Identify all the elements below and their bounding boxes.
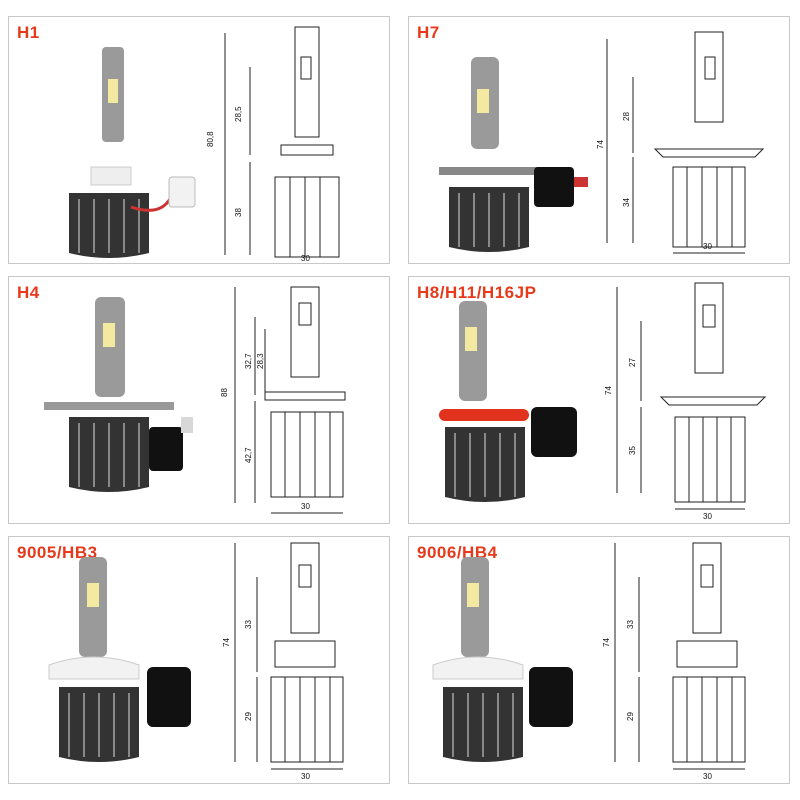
panel-label: H4 [17, 283, 40, 302]
dim-bottom: 29 [244, 712, 253, 721]
panel-label: 9005/HB3 [17, 543, 98, 562]
dim-top: 33 [626, 620, 635, 629]
dim-total: 74 [602, 638, 611, 647]
bulb-photo [69, 47, 196, 258]
dim-width: 30 [301, 502, 310, 511]
dim-width: 30 [703, 242, 712, 251]
dimension-drawing: 80,8 28,5 38 30 [206, 26, 340, 263]
dim-top2: 28,3 [256, 353, 265, 369]
panel-h4: H4 88 32,7 28,3 42,7 30 [8, 276, 390, 524]
panel-h8-h11-h16jp: H8/H11/H16JP 74 27 35 30 [408, 276, 790, 524]
dimension-drawing: 88 32,7 28,3 42,7 30 [220, 286, 346, 514]
dim-top: 28,5 [234, 106, 243, 122]
bulb-photo [432, 557, 573, 762]
dim-total: 74 [604, 386, 613, 395]
panel-label: H1 [17, 23, 40, 42]
panel-label: H7 [417, 23, 440, 42]
bulb-photo [439, 301, 577, 502]
dim-top: 27 [628, 358, 637, 367]
panel-9006-hb4: 9006/HB4 74 33 29 30 [408, 536, 790, 784]
dim-width: 30 [703, 772, 712, 781]
dim-width: 30 [703, 512, 712, 521]
dim-bottom: 29 [626, 712, 635, 721]
dim-total: 74 [222, 638, 231, 647]
dimension-drawing: 74 33 29 30 [222, 542, 344, 781]
dim-bottom: 38 [234, 208, 243, 217]
dimension-drawing: 74 33 29 30 [602, 542, 746, 781]
dim-total: 80,8 [206, 131, 215, 147]
panel-h7: H7 74 28 34 30 [408, 16, 790, 264]
dim-width: 30 [301, 254, 310, 263]
dimension-drawing: 74 27 35 30 [604, 282, 767, 521]
bulb-photo [48, 557, 191, 762]
bulb-photo [44, 297, 193, 492]
panel-9005-hb3: 9005/HB3 74 33 29 30 [8, 536, 390, 784]
dim-bottom: 42,7 [244, 447, 253, 463]
dim-width: 30 [301, 772, 310, 781]
dim-total: 74 [596, 140, 605, 149]
dim-top: 33 [244, 620, 253, 629]
dim-top: 32,7 [244, 353, 253, 369]
panel-h1: H1 80,8 28,5 38 30 [8, 16, 390, 264]
dim-bottom: 35 [628, 446, 637, 455]
dimension-drawing: 74 28 34 30 [596, 31, 765, 254]
dim-top: 28 [622, 112, 631, 121]
bulb-photo [439, 57, 588, 252]
panel-label: H8/H11/H16JP [417, 283, 537, 302]
dim-bottom: 34 [622, 198, 631, 207]
dim-total: 88 [220, 388, 229, 397]
